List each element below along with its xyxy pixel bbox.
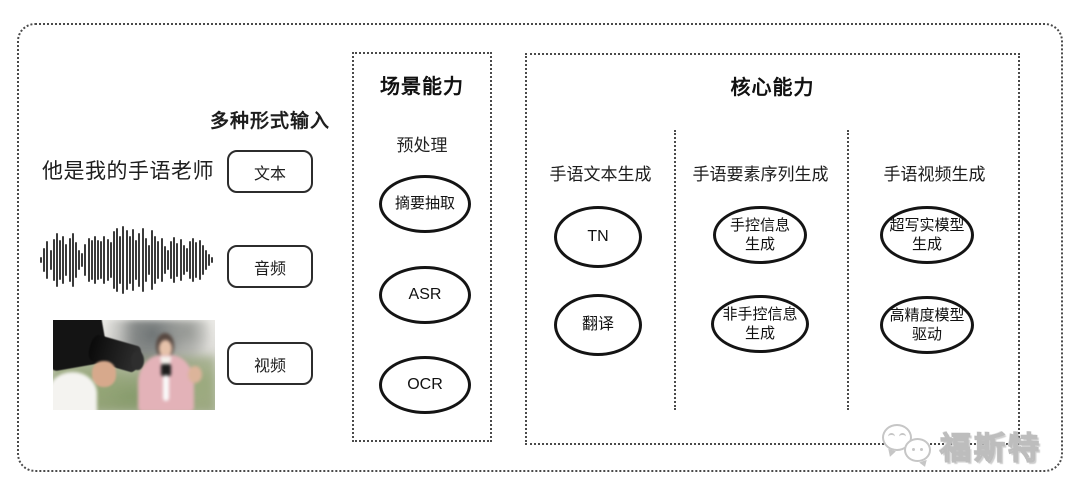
photo-reporter	[134, 332, 203, 410]
hyperrealistic-model-generation-node: 超写实模型 生成	[880, 206, 974, 264]
tn-node: TN	[554, 206, 642, 268]
scene-capability-box: 场景能力 预处理 摘要抽取 ASR OCR	[352, 52, 492, 442]
photo-photographer-shoulder	[53, 372, 97, 410]
non-manual-feature-generation-node: 非手控信息 生成	[711, 295, 809, 353]
scene-capability-title: 场景能力	[380, 76, 464, 98]
input-section-title: 多种形式输入	[209, 111, 330, 132]
ocr-node: OCR	[379, 356, 471, 414]
column-divider-1	[674, 130, 676, 410]
reporter-filming-photo	[53, 320, 215, 410]
photo-camera-hand	[91, 361, 117, 387]
audio-waveform-icon	[40, 226, 214, 294]
outer-dotted-frame	[17, 23, 1063, 472]
manual-feature-generation-node: 手控信息 生成	[713, 206, 807, 264]
sign-text-generation-header: 手语文本生成	[549, 165, 652, 184]
wechat-bubbles-icon	[882, 421, 936, 469]
sample-text-sentence: 他是我的手语老师	[42, 160, 214, 183]
core-capability-box: 核心能力 手语文本生成 手语要素序列生成 手语视频生成 TN 翻译 手控信息 生…	[525, 53, 1020, 445]
watermark-text: 福斯特	[939, 430, 1042, 466]
sign-element-sequence-generation-header: 手语要素序列生成	[692, 165, 829, 184]
asr-node: ASR	[379, 266, 471, 324]
video-input-box: 视频	[227, 342, 313, 385]
audio-input-box: 音频	[227, 245, 313, 288]
preprocessing-label: 预处理	[396, 136, 448, 155]
translation-node: 翻译	[554, 294, 642, 356]
summary-extraction-node: 摘要抽取	[379, 175, 471, 233]
text-input-box: 文本	[227, 150, 313, 193]
wechat-watermark: 福斯特	[882, 421, 1042, 469]
core-capability-title: 核心能力	[730, 77, 815, 99]
sign-video-generation-header: 手语视频生成	[883, 165, 986, 184]
high-precision-model-driving-node: 高精度模型 驱动	[880, 296, 974, 354]
column-divider-2	[847, 130, 849, 410]
